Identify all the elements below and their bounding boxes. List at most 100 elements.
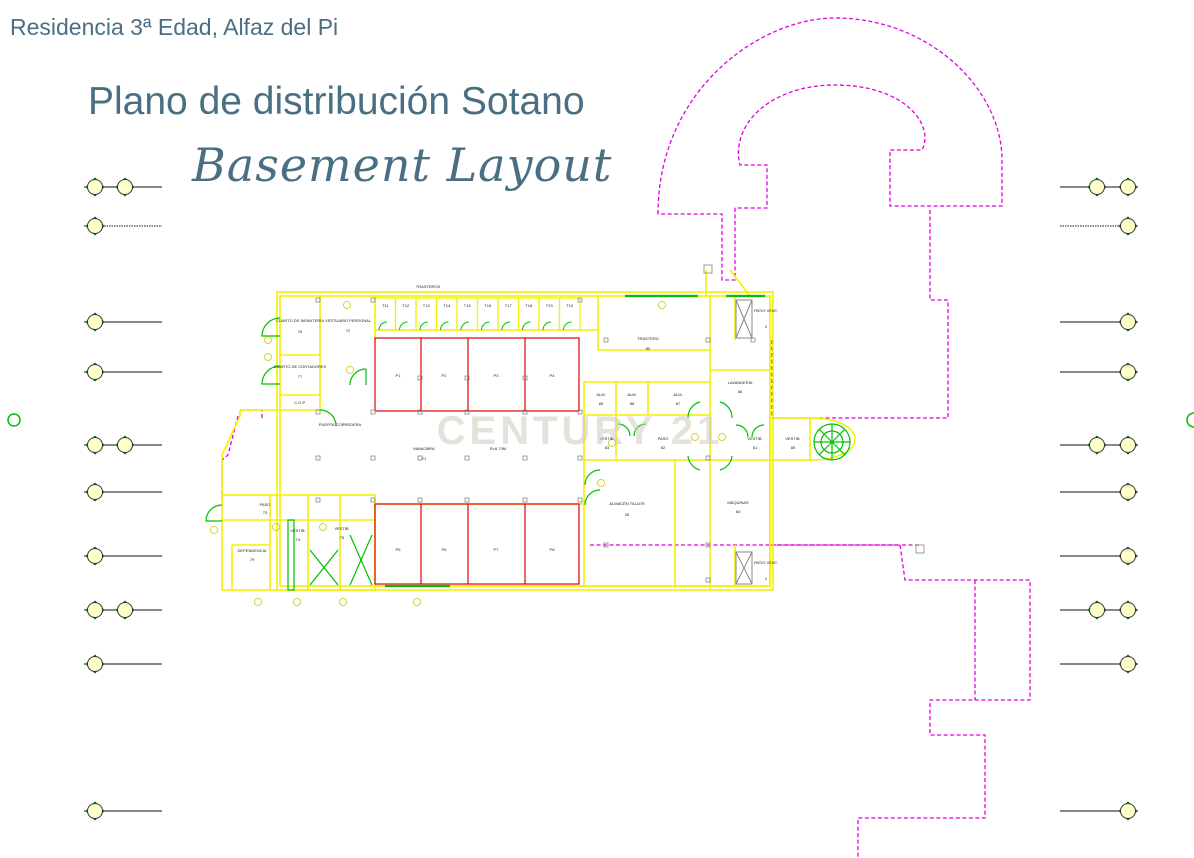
room-label: DEPENDENCIA [238,548,267,553]
column-mark [705,577,711,583]
room-number: 80 [646,346,651,351]
room-number: 81 [753,445,758,450]
column-mark [522,409,528,415]
room-number: 28 [625,512,630,517]
room-number: 82 [661,445,666,450]
room-label: ALM. [627,392,636,397]
door-opening [522,321,531,331]
grid-circle-icon [87,803,103,819]
column-mark [603,542,609,548]
room-label: VESTIB. [747,436,762,441]
grid-circle-icon [87,437,103,453]
door-opening [563,321,572,331]
door-opening [460,321,470,331]
column-mark [370,455,376,461]
grid-circle-icon [1120,548,1136,564]
grid-circle-icon [87,602,103,618]
door-opening [481,321,490,331]
room-label: MANIOBRA [413,446,435,451]
column-mark [577,297,583,303]
reference-circle [293,598,301,606]
column-mark [464,455,470,461]
grid-circle-icon [117,437,133,453]
parking-label: P5 [396,547,402,552]
grid-circle-icon [87,218,103,234]
door-opening [542,321,552,331]
room-number: 72 [346,328,351,333]
room-label: ALMACÉN TALLER [609,501,644,506]
storage-cells [374,297,581,331]
room-number: 85 [791,445,796,450]
watermark: CENTURY 21 [437,409,724,453]
door-opening [440,321,449,331]
door-opening [501,321,511,331]
grid-axis-markers [7,177,1194,821]
grid-circle-icon [1089,437,1105,453]
reference-circle [718,433,726,441]
reference-circle [691,433,699,441]
room-number: 1 [765,576,768,581]
grid-circle-icon [87,314,103,330]
column-mark [370,409,376,415]
grid-circle-icon [87,364,103,380]
room-label: VESTUARIO PERSONAL [325,318,372,323]
column-mark [577,455,583,461]
reference-circle [254,598,262,606]
reference-circle [413,598,421,606]
column-mark [577,409,583,415]
grid-circle-icon [87,179,103,195]
column-mark [522,497,528,503]
reference-circle [210,526,218,534]
room-number: 86 [738,389,743,394]
room-label: TRASTERO [637,336,659,341]
storage-label: T11 [382,303,389,308]
room-label: VESTIB. [290,528,305,533]
room-number: 79 [250,557,255,562]
storage-label: T13 [423,303,431,308]
door-opening [419,321,429,331]
storage-group-label: TRASTEROS [416,284,441,289]
room-number: 88 [630,401,635,406]
grid-circle-icon [1120,314,1136,330]
reference-circle [343,301,351,309]
reference-circle [346,366,354,374]
grid-circle-icon [87,656,103,672]
grid-circle-icon [1089,602,1105,618]
room-label: CUARTO DE CONTADORES [274,364,327,369]
column-mark [522,455,528,461]
storage-label: T10 [566,303,574,308]
door-opening [399,321,408,331]
storage-label: T19 [546,303,554,308]
structural-columns [315,264,925,583]
column-mark [603,337,609,343]
room-label: VESTIB. [334,526,349,531]
room-label: ALM. [596,392,605,397]
column-mark [915,544,925,554]
parking-label: P6 [442,547,448,552]
grid-circle-icon [1120,218,1136,234]
column-mark [315,497,321,503]
room-label: VESTIB. [599,436,614,441]
grid-circle-icon [87,548,103,564]
room-number: 73 [263,510,268,515]
room-number: 2 [765,324,768,329]
column-mark [417,497,423,503]
room-number: 85 [599,401,604,406]
grid-circle-icon [1089,179,1105,195]
reference-circle [597,479,605,487]
column-mark [417,455,423,461]
plan-title: Plano de distribución Sotano [88,80,585,123]
parking-label: P1 [396,373,402,378]
room-label: PASO [658,436,669,441]
column-mark [464,375,470,381]
storage-label: T17 [505,303,513,308]
column-mark [705,455,711,461]
reference-circle [319,523,327,531]
column-mark [417,375,423,381]
column-mark [577,497,583,503]
column-mark [464,409,470,415]
room-number: 76 [298,329,303,334]
room-number: 84 [736,509,741,514]
